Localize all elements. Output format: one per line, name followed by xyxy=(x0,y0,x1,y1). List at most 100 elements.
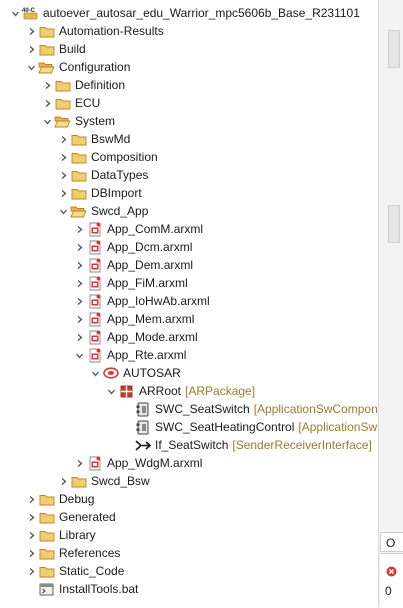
chevron-right-icon[interactable] xyxy=(56,130,70,148)
chevron-right-icon[interactable] xyxy=(56,184,70,202)
folder-icon xyxy=(70,185,87,201)
tree-item-label: References xyxy=(59,546,121,560)
folder-icon xyxy=(54,95,71,111)
chevron-right-icon[interactable] xyxy=(40,94,54,112)
tree-item-label: App_IoHwAb.arxml xyxy=(107,294,210,308)
tree-item[interactable]: SWC_SeatHeatingControl[ApplicationSwComp… xyxy=(120,418,378,436)
chevron-right-icon[interactable] xyxy=(24,490,38,508)
arxml-file-icon xyxy=(86,329,103,345)
chevron-right-icon[interactable] xyxy=(72,274,86,292)
arxml-file-icon xyxy=(86,347,103,363)
tree-item[interactable]: Build xyxy=(24,40,86,58)
folder-icon xyxy=(38,23,55,39)
right-side-pane xyxy=(378,0,403,607)
tree-item[interactable]: App_Dcm.arxml xyxy=(72,238,192,256)
tree-item-label: Automation-Results xyxy=(59,24,164,38)
problems-panel xyxy=(380,553,403,608)
tree-item[interactable]: Library xyxy=(24,526,96,544)
swc-component-icon xyxy=(134,419,151,435)
chevron-right-icon[interactable] xyxy=(72,220,86,238)
outline-panel-tab[interactable]: O xyxy=(380,532,403,552)
chevron-right-icon[interactable] xyxy=(24,544,38,562)
tree-item[interactable]: Configuration xyxy=(24,58,130,76)
chevron-right-icon[interactable] xyxy=(24,562,38,580)
chevron-right-icon[interactable] xyxy=(56,472,70,490)
tree-item[interactable]: System xyxy=(40,112,115,130)
chevron-right-icon[interactable] xyxy=(24,40,38,58)
tree-item[interactable]: App_Mem.arxml xyxy=(72,310,194,328)
chevron-right-icon[interactable] xyxy=(72,292,86,310)
tree-item[interactable]: BswMd xyxy=(56,130,130,148)
chevron-down-icon[interactable] xyxy=(72,346,86,364)
tree-item[interactable]: AUTOSAR xyxy=(88,364,181,382)
tree-item-label: Configuration xyxy=(59,60,131,74)
tree-item[interactable]: DataTypes xyxy=(56,166,148,184)
tree-spacer xyxy=(120,418,134,436)
chevron-down-icon[interactable] xyxy=(8,4,22,22)
tree-item-type-decoration: [ApplicationSwComponentType] xyxy=(298,420,378,434)
chevron-down-icon[interactable] xyxy=(104,382,118,400)
tree-item-label: App_Rte.arxml xyxy=(107,348,187,362)
folder-open-icon xyxy=(54,113,71,129)
tree-item[interactable]: InstallTools.bat xyxy=(24,580,138,598)
tree-item[interactable]: App_ComM.arxml xyxy=(72,220,203,238)
tree-item[interactable]: If_SeatSwitch[SenderReceiverInterface] xyxy=(120,436,372,454)
tree-item[interactable]: Composition xyxy=(56,148,158,166)
tree-item[interactable]: App_Rte.arxml xyxy=(72,346,186,364)
tree-item-label: If_SeatSwitch xyxy=(155,438,229,452)
tree-item[interactable]: App_IoHwAb.arxml xyxy=(72,292,210,310)
tree-item[interactable]: Generated xyxy=(24,508,116,526)
scroll-thumb[interactable] xyxy=(388,30,400,68)
tree-item-label: Debug xyxy=(59,492,95,506)
scroll-thumb-secondary[interactable] xyxy=(388,205,400,243)
tree-item[interactable]: Swcd_App xyxy=(56,202,148,220)
chevron-right-icon[interactable] xyxy=(72,454,86,472)
arxml-file-icon xyxy=(86,221,103,237)
chevron-right-icon[interactable] xyxy=(24,526,38,544)
arpackage-icon xyxy=(118,383,135,399)
tree-item[interactable]: App_Mode.arxml xyxy=(72,328,198,346)
tree-item-label: ECU xyxy=(75,96,101,110)
tree-item[interactable]: App_Dem.arxml xyxy=(72,256,193,274)
chevron-right-icon[interactable] xyxy=(72,238,86,256)
arxml-file-icon xyxy=(86,257,103,273)
tree-item[interactable]: Static_Code xyxy=(24,562,124,580)
tree-item[interactable]: App_WdgM.arxml xyxy=(72,454,202,472)
tree-item-label: App_Dem.arxml xyxy=(107,258,194,272)
tree-item-label: ARRoot xyxy=(139,384,182,398)
tree-item-label: AUTOSAR xyxy=(123,366,181,380)
chevron-down-icon[interactable] xyxy=(56,202,70,220)
chevron-right-icon[interactable] xyxy=(56,148,70,166)
tree-item-label: Library xyxy=(59,528,96,542)
folder-open-icon xyxy=(70,203,87,219)
tree-item[interactable]: ARRoot[ARPackage] xyxy=(104,382,255,400)
tree-item[interactable]: Debug xyxy=(24,490,94,508)
tree-item[interactable]: Swcd_Bsw xyxy=(56,472,150,490)
tree-item[interactable]: DBImport xyxy=(56,184,142,202)
tree-item[interactable]: References xyxy=(24,544,120,562)
autosar-icon xyxy=(102,365,119,381)
chevron-right-icon[interactable] xyxy=(72,310,86,328)
chevron-right-icon[interactable] xyxy=(72,328,86,346)
chevron-down-icon[interactable] xyxy=(24,58,38,76)
chevron-right-icon[interactable] xyxy=(24,508,38,526)
tree-item[interactable]: SWC_SeatSwitch[ApplicationSwComponentTyp… xyxy=(120,400,378,418)
tree-item[interactable]: App_FiM.arxml xyxy=(72,274,188,292)
chevron-down-icon[interactable] xyxy=(40,112,54,130)
arxml-file-icon xyxy=(86,455,103,471)
tree-item-label: Swcd_Bsw xyxy=(91,474,150,488)
tree-item-label: App_FiM.arxml xyxy=(107,276,188,290)
tree-item[interactable]: Automation-Results xyxy=(24,22,164,40)
tree-item-label: SWC_SeatHeatingControl xyxy=(155,420,295,434)
chevron-down-icon[interactable] xyxy=(88,364,102,382)
chevron-right-icon[interactable] xyxy=(72,256,86,274)
tree-item[interactable]: Definition xyxy=(40,76,125,94)
chevron-right-icon[interactable] xyxy=(56,166,70,184)
folder-icon xyxy=(38,563,55,579)
tree-item-label: App_WdgM.arxml xyxy=(107,456,203,470)
arxml-file-icon xyxy=(86,293,103,309)
chevron-right-icon[interactable] xyxy=(24,22,38,40)
chevron-right-icon[interactable] xyxy=(40,76,54,94)
tree-item[interactable]: ECU xyxy=(40,94,100,112)
